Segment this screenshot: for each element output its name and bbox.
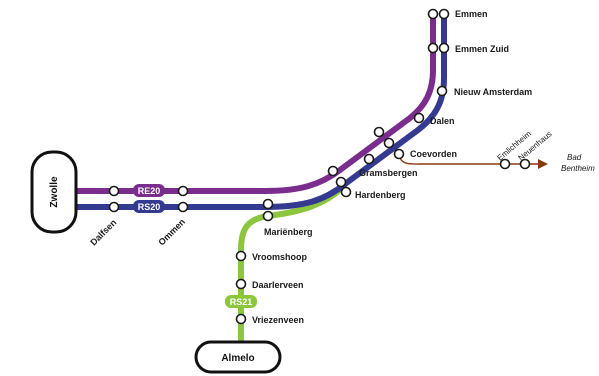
station-nieuw-amsterdam[interactable] xyxy=(436,85,448,97)
arrow-icon xyxy=(538,159,548,169)
rs21-badge xyxy=(225,295,257,308)
rs21-badge-label: RS21 xyxy=(230,297,253,307)
station-ommen-label: Ommen xyxy=(156,217,187,248)
station-emlichheim[interactable] xyxy=(499,158,511,170)
destination-bad-bentheim-line2: Bentheim xyxy=(561,164,595,173)
station-gramsbergen[interactable] xyxy=(363,153,375,165)
station-vriezenveen-label: Vriezenveen xyxy=(252,315,304,325)
station-dalen-re20[interactable] xyxy=(373,126,385,138)
station-coevorden-label: Coevorden xyxy=(410,149,457,159)
station-vroomshoop-label: Vroomshoop xyxy=(252,252,308,262)
rs20-badge xyxy=(133,200,165,213)
station-ommen-rs20[interactable] xyxy=(177,201,189,213)
station-daarlerveen[interactable] xyxy=(235,278,247,290)
station-emmen-rs20[interactable] xyxy=(438,8,450,20)
station-gramsbergen-label: Gramsbergen xyxy=(359,168,418,178)
station-emmen-zuid-re20[interactable] xyxy=(427,42,439,54)
station-marienberg-rs20[interactable] xyxy=(262,198,274,210)
station-vroomshoop[interactable] xyxy=(235,250,247,262)
re20-badge-label: RE20 xyxy=(138,186,161,196)
station-hardenberg-label: Hardenberg xyxy=(355,190,406,200)
station-hardenberg-rs21[interactable] xyxy=(340,186,352,198)
station-dalfsen-label: Dalfsen xyxy=(88,217,118,247)
terminal-zwolle[interactable] xyxy=(30,150,78,234)
station-marienberg-label: Mariënberg xyxy=(264,227,313,237)
station-dalen[interactable] xyxy=(413,112,425,124)
terminal-almelo-label: Almelo xyxy=(221,353,254,364)
station-emmen-zuid-rs20[interactable] xyxy=(438,42,450,54)
station-dalfsen-rs20[interactable] xyxy=(108,201,120,213)
station-ommen-re20[interactable] xyxy=(177,185,189,197)
terminal-zwolle-label: Zwolle xyxy=(49,176,60,208)
station-hardenberg-rs20[interactable] xyxy=(335,176,347,188)
station-emmen-re20[interactable] xyxy=(427,8,439,20)
rs21-line xyxy=(238,183,347,358)
rs20-badge-label: RS20 xyxy=(138,202,161,212)
station-vriezenveen[interactable] xyxy=(235,313,247,325)
station-neuenhaus[interactable] xyxy=(519,158,531,170)
station-marienberg[interactable] xyxy=(262,210,274,222)
station-nieuw-amsterdam-label: Nieuw Amsterdam xyxy=(454,87,532,97)
station-emmen-zuid-label: Emmen Zuid xyxy=(455,44,509,54)
station-daarlerveen-label: Daarlerveen xyxy=(252,280,304,290)
terminal-almelo[interactable] xyxy=(194,340,282,374)
station-dalen-label: Dalen xyxy=(430,116,455,126)
re20-line xyxy=(76,12,436,194)
station-coevorden[interactable] xyxy=(393,148,405,160)
station-gramsbergen-rs20[interactable] xyxy=(383,137,395,149)
destination-bad-bentheim-line1: Bad xyxy=(567,153,582,162)
re20-badge xyxy=(133,184,165,197)
station-dalfsen-re20[interactable] xyxy=(108,185,120,197)
station-emmen-label: Emmen xyxy=(455,9,488,19)
station-hardenberg-re20[interactable] xyxy=(327,165,339,177)
